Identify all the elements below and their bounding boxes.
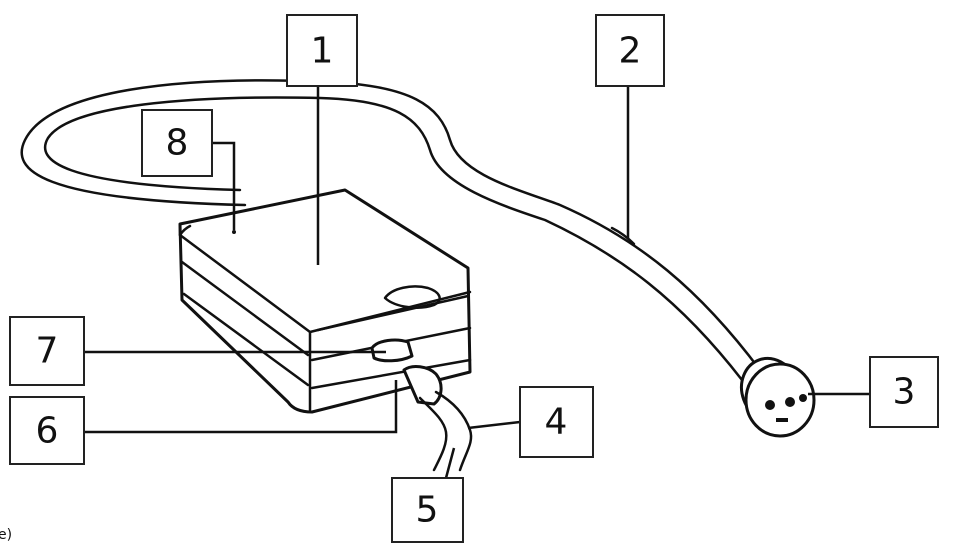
output-cable: [20, 79, 762, 382]
callout-2: 2: [595, 14, 665, 87]
svg-text:2: 2: [619, 31, 642, 72]
svg-text:1: 1: [311, 31, 334, 72]
callout-6: 6: [9, 396, 85, 465]
callout-8: 8: [141, 109, 213, 177]
round-connector: [740, 356, 816, 438]
leader-line-4: [467, 420, 521, 430]
callout-5: 5: [391, 477, 464, 543]
input-plug: [370, 338, 473, 472]
status-led-dot: [232, 230, 236, 234]
leader-line-8: [212, 141, 236, 230]
callout-7: 7: [9, 316, 85, 386]
svg-text:6: 6: [36, 411, 59, 452]
callout-1: 1: [286, 14, 358, 87]
figure-caption: e): [0, 527, 13, 543]
leader-line-5: [444, 447, 456, 479]
callout-4: 4: [519, 386, 594, 458]
svg-text:8: 8: [166, 123, 189, 164]
svg-text:3: 3: [893, 372, 916, 413]
svg-text:7: 7: [36, 331, 59, 372]
leader-line-6: [84, 380, 398, 434]
callout-3: 3: [869, 356, 939, 428]
svg-text:5: 5: [416, 490, 439, 531]
svg-text:4: 4: [545, 402, 568, 443]
